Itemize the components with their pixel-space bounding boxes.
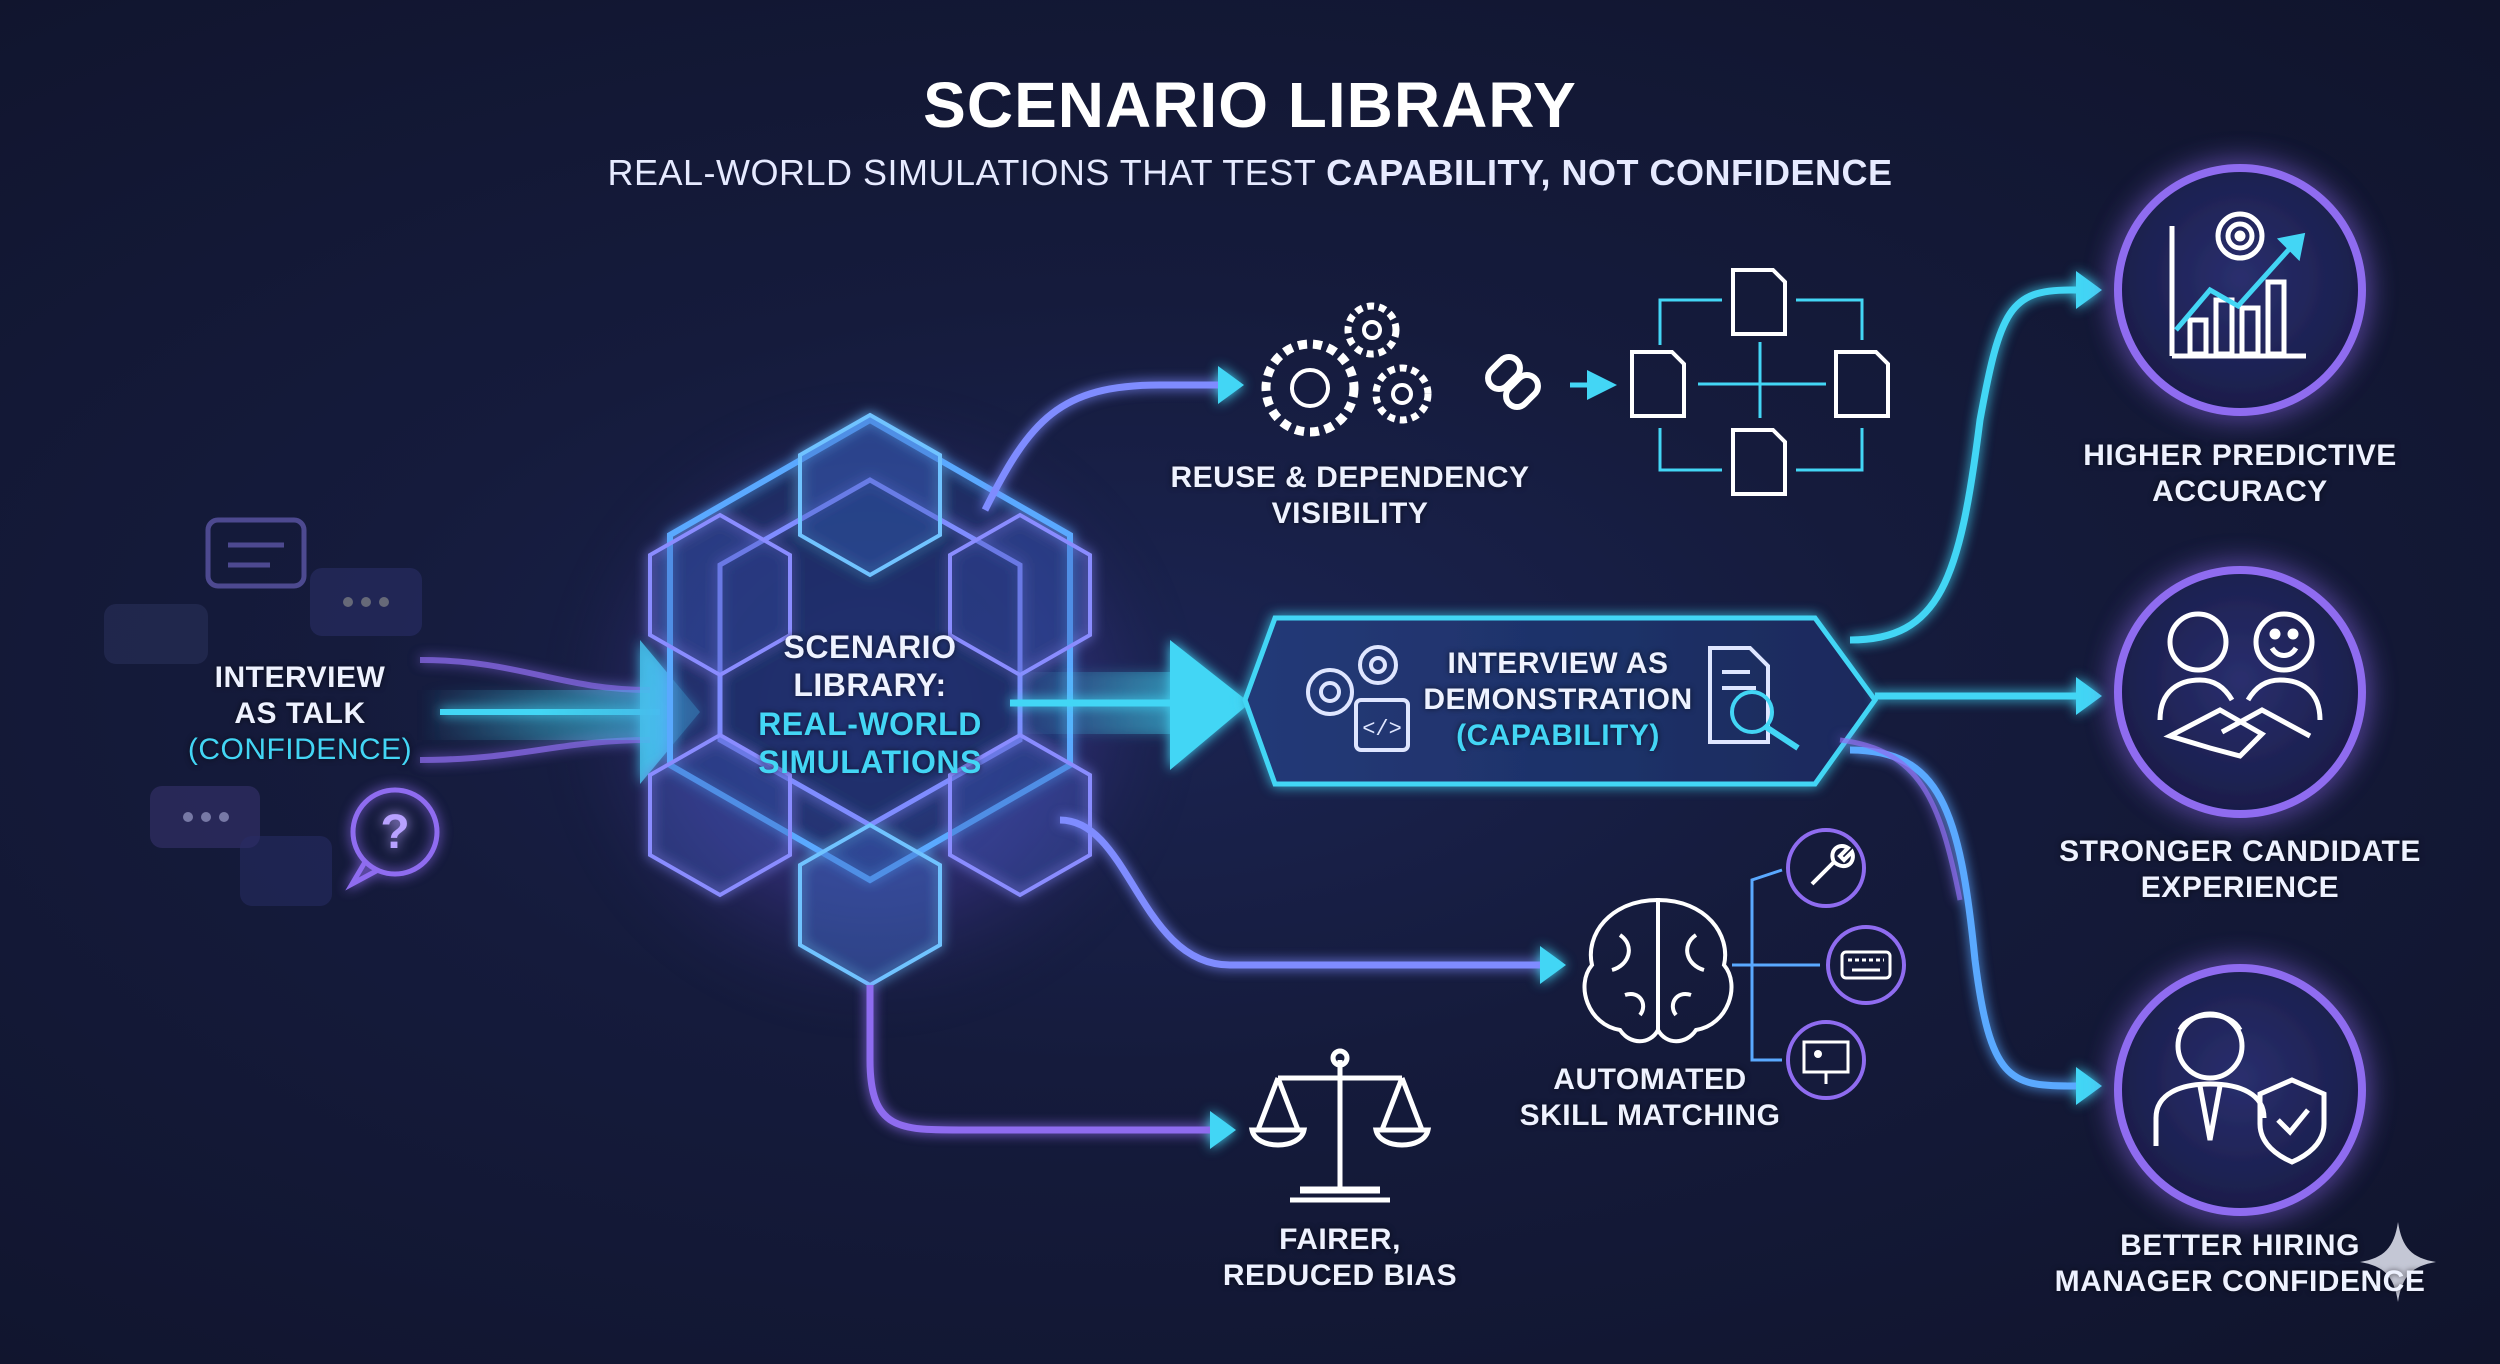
outcome-accuracy-line2: ACCURACY <box>2152 475 2328 508</box>
input-label: INTERVIEW AS TALK (CONFIDENCE) <box>170 660 430 768</box>
reuse-line1: REUSE & DEPENDENCY <box>1170 461 1530 494</box>
gears-icon <box>1261 302 1432 437</box>
hub-label: SCENARIO LIBRARY: REAL-WORLD SIMULATIONS <box>720 628 1020 782</box>
skill-line1: AUTOMATED <box>1553 1063 1747 1096</box>
demo-line3: (CAPABILITY) <box>1456 719 1660 752</box>
outcome-manager-line2: MANAGER CONFIDENCE <box>2054 1265 2426 1298</box>
outcome-circle-accuracy <box>2114 164 2366 416</box>
bias-line2: REDUCED BIAS <box>1222 1259 1458 1292</box>
outcome-accuracy-line1: HIGHER PREDICTIVE <box>2083 439 2397 472</box>
handshake-people-icon <box>2157 611 2323 759</box>
input-line1: INTERVIEW <box>214 661 386 694</box>
hub-line4: SIMULATIONS <box>758 744 982 781</box>
skill-connector <box>1059 816 1566 984</box>
skill-line2: SKILL MATCHING <box>1519 1099 1781 1132</box>
growth-chart-target-icon <box>2169 211 2306 359</box>
demo-line1: INTERVIEW AS <box>1447 647 1669 680</box>
skill-label: AUTOMATED SKILL MATCHING <box>1500 1062 1800 1134</box>
outcome-manager-line1: BETTER HIRING <box>2120 1229 2360 1262</box>
bias-connector <box>866 985 1236 1149</box>
reuse-line2: VISIBILITY <box>1271 497 1429 530</box>
gears-code-icon: </> <box>1306 645 1410 752</box>
input-line3: (CONFIDENCE) <box>187 733 413 766</box>
reuse-connector <box>981 366 1244 512</box>
keyboard-icon <box>1826 925 1906 1005</box>
outcome-label-accuracy: HIGHER PREDICTIVE ACCURACY <box>2040 438 2440 510</box>
demo-line2: DEMONSTRATION <box>1423 683 1693 716</box>
brain-icon <box>1582 897 1734 1044</box>
svg-text:?: ? <box>380 806 409 859</box>
bias-line1: FAIRER, <box>1279 1223 1401 1256</box>
speech-bubbles-icon <box>104 517 422 906</box>
reuse-label: REUSE & DEPENDENCY VISIBILITY <box>1150 460 1550 532</box>
input-line2: AS TALK <box>234 697 366 730</box>
page-title: SCENARIO LIBRARY <box>923 69 1577 141</box>
question-bubble-icon: ? <box>345 787 440 891</box>
hub-line1: SCENARIO <box>783 629 957 665</box>
scales-icon <box>1248 1048 1432 1203</box>
link-icon <box>1485 354 1541 410</box>
subtitle-bold: CAPABILITY, NOT CONFIDENCE <box>1326 152 1893 193</box>
outcome-circle-experience <box>2114 566 2366 818</box>
hub-line2: LIBRARY: <box>793 667 947 704</box>
page-subtitle: REAL-WORLD SIMULATIONS THAT TEST CAPABIL… <box>0 152 2500 194</box>
document-flow-icon <box>1630 268 1890 496</box>
hub-line3: REAL-WORLD <box>758 705 982 742</box>
bias-label: FAIRER, REDUCED BIAS <box>1180 1222 1500 1294</box>
outcome-connectors <box>1839 271 2102 1105</box>
skill-branches <box>1732 868 1820 1062</box>
main-beam <box>1010 640 1250 770</box>
presentation-icon <box>1786 1020 1866 1100</box>
wrench-icon <box>1786 828 1866 908</box>
svg-text:</>: </> <box>1362 717 1402 742</box>
document-magnifier-icon <box>1708 646 1800 751</box>
hexagon-cluster <box>648 412 1092 988</box>
outcome-label-manager: BETTER HIRING MANAGER CONFIDENCE <box>2020 1228 2460 1300</box>
subtitle-normal: REAL-WORLD SIMULATIONS THAT TEST <box>607 152 1327 193</box>
sparkle-icon <box>2360 1222 2436 1302</box>
demo-label: INTERVIEW AS DEMONSTRATION (CAPABILITY) <box>1418 646 1698 754</box>
outcome-experience-line2: EXPERIENCE <box>2140 871 2340 904</box>
outcome-label-experience: STRONGER CANDIDATE EXPERIENCE <box>2040 834 2440 906</box>
manager-shield-icon <box>2153 1011 2327 1165</box>
outcome-experience-line1: STRONGER CANDIDATE <box>2059 835 2421 868</box>
